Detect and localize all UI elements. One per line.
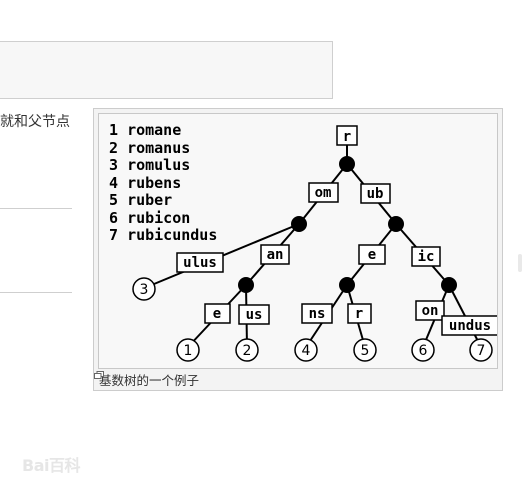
edge-label: r [343,129,351,145]
tree-node [238,277,254,293]
radix-tree-diagram: r om ub ulus an e ic e us ns [132,125,497,362]
tree-node [339,277,355,293]
leaf-number: 6 [419,343,428,359]
edge-label: undus [449,318,491,334]
search-input[interactable] [0,41,333,99]
article-text-fragment: 就和父节点 [0,114,70,130]
edge-label-box [411,246,441,267]
edge-label: e [213,306,221,322]
leaf-node [132,277,156,301]
leaf-number: 5 [361,343,370,359]
edge-label-box [360,183,391,204]
legend-item: 7 rubicundus [109,226,218,244]
scrollbar-thumb[interactable] [518,254,522,272]
legend-item: 6 rubicon [109,208,191,227]
legend-item: 4 rubens [109,173,182,192]
tree-node [441,277,457,293]
edge-label-box [176,252,224,273]
baike-watermark-logo: Bai百科 [22,456,80,475]
edge-label-box [260,244,290,265]
tree-node [339,156,355,172]
leaf-node [176,338,200,362]
leaf-node [411,338,435,362]
edge-label-box [238,304,270,325]
edge-label-box [347,303,372,324]
edge-label: ub [367,186,384,202]
edge-label-box [441,315,497,336]
edge-label: an [267,247,284,263]
legend-item: 3 romulus [109,156,191,174]
leaf-node [469,338,493,362]
edge-label-box [336,125,358,146]
edge-label-box [308,182,339,203]
leaf-number: 7 [477,343,486,359]
leaf-number: 1 [184,343,193,359]
edge-label: us [246,307,263,323]
radix-tree-image[interactable]: 1 romane 2 romanus 3 romulus 4 rubens 5 … [98,113,498,369]
edge-label-box [301,303,333,324]
leaf-node [353,338,377,362]
edge-label: ic [418,249,435,265]
leaf-node [294,338,318,362]
tree-node [388,216,404,232]
edge-label: ulus [183,255,217,271]
leaf-number: 2 [243,343,252,359]
edge-label-box [358,244,386,265]
tree-node [291,216,307,232]
edge-label-box [204,303,231,324]
legend-item: 2 romanus [109,138,191,157]
leaf-number: 4 [302,343,311,359]
figure-caption: 基数树的一个例子 [99,373,200,388]
figure-box: 1 romane 2 romanus 3 romulus 4 rubens 5 … [93,108,503,391]
legend-item: 1 romane [109,121,182,139]
leaf-number: 3 [140,282,149,298]
word-legend: 1 romane 2 romanus 3 romulus 4 rubens 5 … [109,121,218,245]
divider [0,292,72,293]
edge-label: ns [309,306,326,322]
edge-label: on [422,303,439,319]
edge-label: e [368,247,376,263]
edge-label: om [315,185,332,201]
expand-icon[interactable] [94,371,104,379]
leaf-node [235,338,259,362]
divider [0,208,72,209]
legend-item: 5 ruber [109,191,173,209]
edge-label: r [355,306,363,322]
edge-label-box [415,300,445,321]
